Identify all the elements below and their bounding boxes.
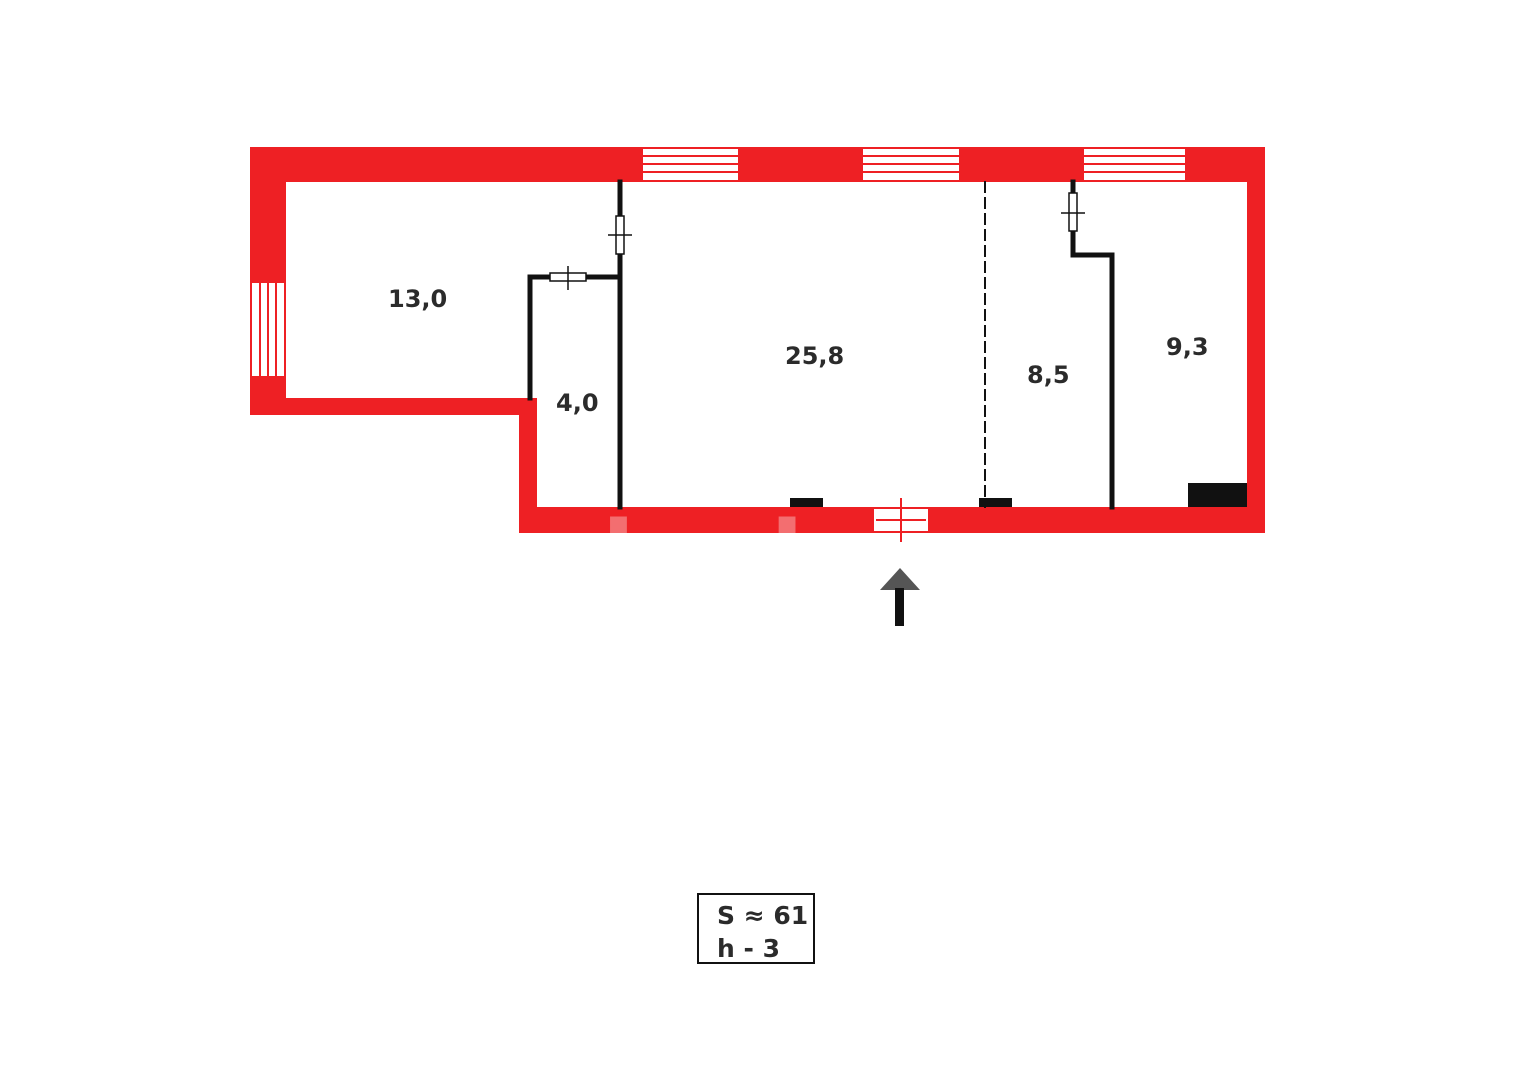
wall-right xyxy=(1247,147,1265,533)
watermark: kn.kz xyxy=(602,501,890,613)
radiator xyxy=(979,498,1012,507)
window-icon xyxy=(863,149,959,180)
fixtures xyxy=(790,483,1247,507)
room-area-label: 9,3 xyxy=(1166,333,1209,361)
radiator xyxy=(790,498,823,507)
wall-bottom-left xyxy=(250,398,537,415)
door-icon xyxy=(549,266,587,290)
door-icon xyxy=(1061,192,1085,232)
room-area-label: 25,8 xyxy=(785,342,844,370)
total-area: S ≈ 61 xyxy=(717,901,809,930)
wall-closet xyxy=(527,274,623,401)
room-area-label: 13,0 xyxy=(388,285,447,313)
up-arrow-icon xyxy=(880,568,920,626)
room-area-label: 4,0 xyxy=(556,389,599,417)
window-icon xyxy=(643,149,738,180)
summary-box: S ≈ 61 h - 3 xyxy=(697,893,815,964)
door-icon xyxy=(874,498,928,542)
window-icon xyxy=(252,283,284,376)
door-icon xyxy=(608,215,632,255)
window-icon xyxy=(1084,149,1185,180)
room-area-label: 8,5 xyxy=(1027,361,1070,389)
ceiling-height: h - 3 xyxy=(717,934,780,963)
wall-partition-e xyxy=(1070,179,1115,510)
wall-step xyxy=(519,398,537,533)
radiator xyxy=(1188,483,1247,507)
